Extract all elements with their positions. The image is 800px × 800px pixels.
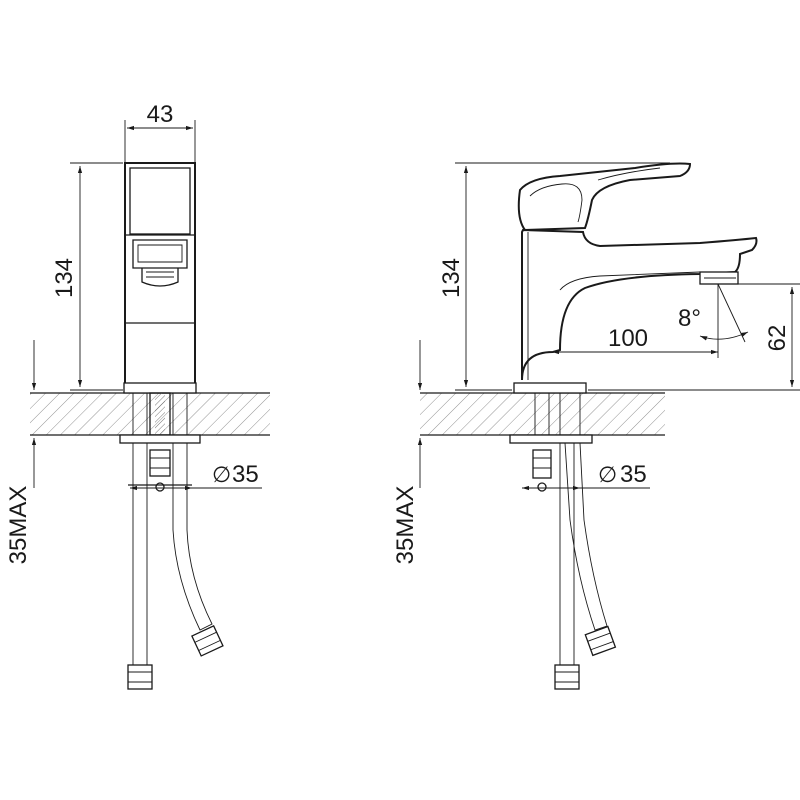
front-diameter-label: 35: [232, 461, 259, 488]
side-spout-height-dimension: 62: [588, 283, 800, 391]
front-width-label: 43: [147, 101, 174, 128]
side-diameter-label: 35: [620, 461, 647, 488]
side-height-label: 134: [438, 258, 465, 298]
side-thickness-dimension: 35MAX: [392, 340, 423, 565]
side-angle-dimension: 8°: [678, 283, 749, 343]
side-angle-label: 8°: [678, 305, 701, 332]
side-reach-label: 100: [608, 325, 648, 352]
front-thickness-dimension: 35MAX: [5, 340, 37, 565]
front-view: 43 134 35MAX ∅ 35: [5, 101, 270, 690]
front-height-label: 134: [51, 258, 78, 298]
side-diameter-dimension: ∅ 35: [522, 461, 650, 491]
side-thickness-label: 35MAX: [392, 486, 419, 565]
side-height-dimension: 134: [438, 162, 670, 391]
side-countertop: [420, 392, 665, 436]
side-view: 134 100 8° 62 35MAX: [392, 162, 800, 690]
side-spout-height-label: 62: [764, 325, 791, 352]
side-hoses: [554, 442, 617, 690]
front-thickness-label: 35MAX: [5, 486, 32, 565]
front-diameter-symbol: ∅: [212, 462, 231, 487]
side-mounting-assembly: [509, 392, 593, 492]
side-faucet-body: [513, 162, 758, 394]
front-hoses: [127, 442, 224, 690]
side-reach-dimension: 100: [552, 284, 719, 358]
front-faucet-body: [123, 162, 197, 394]
front-height-dimension: 134: [51, 162, 123, 391]
side-diameter-symbol: ∅: [598, 462, 617, 487]
front-diameter-dimension: ∅ 35: [130, 461, 262, 491]
front-width-dimension: 43: [124, 101, 196, 162]
